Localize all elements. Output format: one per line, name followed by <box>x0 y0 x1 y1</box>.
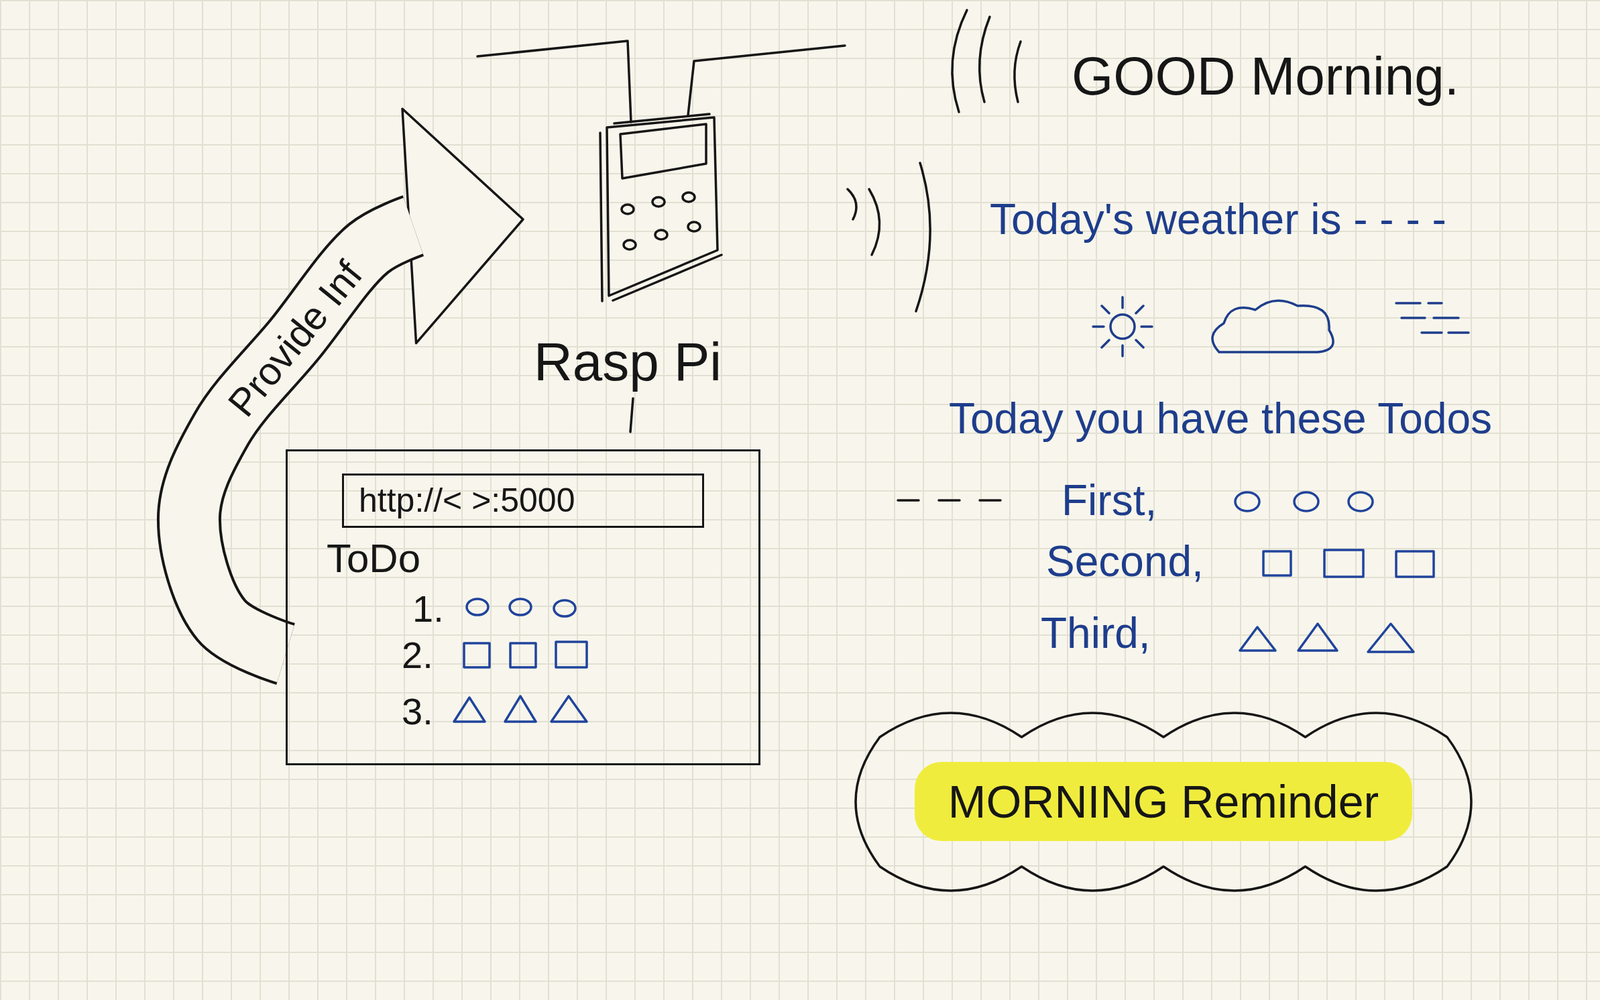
square-symbol <box>555 641 587 668</box>
triangle-symbol <box>551 696 587 722</box>
list-heading: ToDo <box>326 536 421 581</box>
square-symbol <box>1396 551 1434 577</box>
text-slot: 2. <box>401 634 434 676</box>
label-slot: Today's weather is - - - - <box>989 195 1447 243</box>
device-body <box>606 117 718 296</box>
triangle-symbol <box>1239 626 1276 651</box>
edge-label-slot: Provide Inf <box>215 248 375 430</box>
sound-wave <box>1014 41 1021 102</box>
triangle-symbol <box>1367 623 1414 652</box>
leader-stroke <box>630 398 634 432</box>
device-button <box>621 204 634 214</box>
label-slot: Today you have these Todos <box>948 394 1493 442</box>
arrow-band-fill <box>189 225 414 654</box>
wire <box>477 40 632 123</box>
circle-symbol <box>1294 492 1319 511</box>
square-symbol <box>464 643 490 668</box>
reminder-title: MORNING Reminder <box>914 761 1413 842</box>
spoken-todo-symbols <box>1235 492 1434 652</box>
list-number: 1. <box>412 588 444 630</box>
dash <box>897 498 919 502</box>
sun-icon <box>1110 314 1135 339</box>
wire <box>688 45 845 116</box>
text-slot: 3. <box>401 690 434 733</box>
sound-wave <box>916 162 931 312</box>
device-body-edge <box>614 113 710 124</box>
dash <box>938 498 960 502</box>
arrow-head <box>402 108 524 343</box>
weather-icons <box>1093 297 1469 357</box>
cloud-icon <box>1212 300 1334 353</box>
circle-symbol <box>1348 492 1373 511</box>
square-symbol <box>1263 551 1291 576</box>
device-button <box>623 240 636 250</box>
circle-symbol <box>553 600 576 617</box>
device-screen <box>620 124 707 179</box>
weather-text: Today's weather is - - - - <box>989 195 1447 243</box>
edge-label: Provide Inf <box>215 248 375 430</box>
todo-intro-text: Today you have these Todos <box>948 394 1493 442</box>
sound-waves <box>847 10 1021 312</box>
label-slot: Third, <box>1040 609 1151 657</box>
raspberry-pi-device: Rasp Pi <box>523 107 745 399</box>
label-slot: Second, <box>1046 537 1204 585</box>
device-button <box>652 197 665 207</box>
device-body-edge <box>612 254 722 301</box>
text-slot: 1. <box>412 588 444 630</box>
greeting-text: GOOD Morning. <box>1071 46 1460 106</box>
todo-item-text: Second, <box>1046 537 1204 585</box>
todo-item-text: Third, <box>1040 609 1151 657</box>
square-symbol <box>510 643 536 668</box>
url-bar: http://< >:5000 <box>341 473 705 528</box>
sound-wave <box>869 189 880 255</box>
cloud-outline-path <box>855 712 1472 891</box>
text-slot: ToDo <box>326 536 421 581</box>
wind-icon <box>1396 303 1469 333</box>
list-number: 2. <box>401 634 434 676</box>
circle-symbol <box>466 598 489 615</box>
circle-symbol <box>1235 492 1260 511</box>
todo-list-symbols <box>453 598 587 722</box>
dash <box>979 498 1001 502</box>
device-label: Rasp Pi <box>533 332 722 392</box>
device-button <box>655 230 668 240</box>
raspberry-pi-illustration <box>477 40 845 432</box>
sound-wave <box>847 189 857 220</box>
fat-arrow-connector <box>189 108 524 654</box>
device-button <box>688 221 701 232</box>
reminder-cloud: MORNING Reminder <box>847 704 1480 899</box>
sound-wave <box>979 16 990 102</box>
triangle-symbol <box>1298 623 1338 651</box>
circle-symbol <box>509 598 532 615</box>
url-text: http://< >:5000 <box>358 482 576 520</box>
device-body-edge <box>600 132 603 302</box>
arrow-band-outline <box>189 225 414 654</box>
square-symbol <box>1324 549 1364 577</box>
device-button <box>682 192 695 202</box>
browser-window: http://< >:5000ToDo 1.2. 3. <box>285 449 761 766</box>
label-slot: First, <box>1061 476 1157 524</box>
list-number: 3. <box>401 690 434 733</box>
triangle-symbol <box>453 697 485 722</box>
sun-rays <box>1093 297 1153 357</box>
todo-dashes <box>897 498 1001 502</box>
label-slot: GOOD Morning. <box>1071 46 1460 106</box>
triangle-symbol <box>504 696 536 722</box>
todo-item-text: First, <box>1061 476 1157 524</box>
sound-wave <box>952 10 967 112</box>
